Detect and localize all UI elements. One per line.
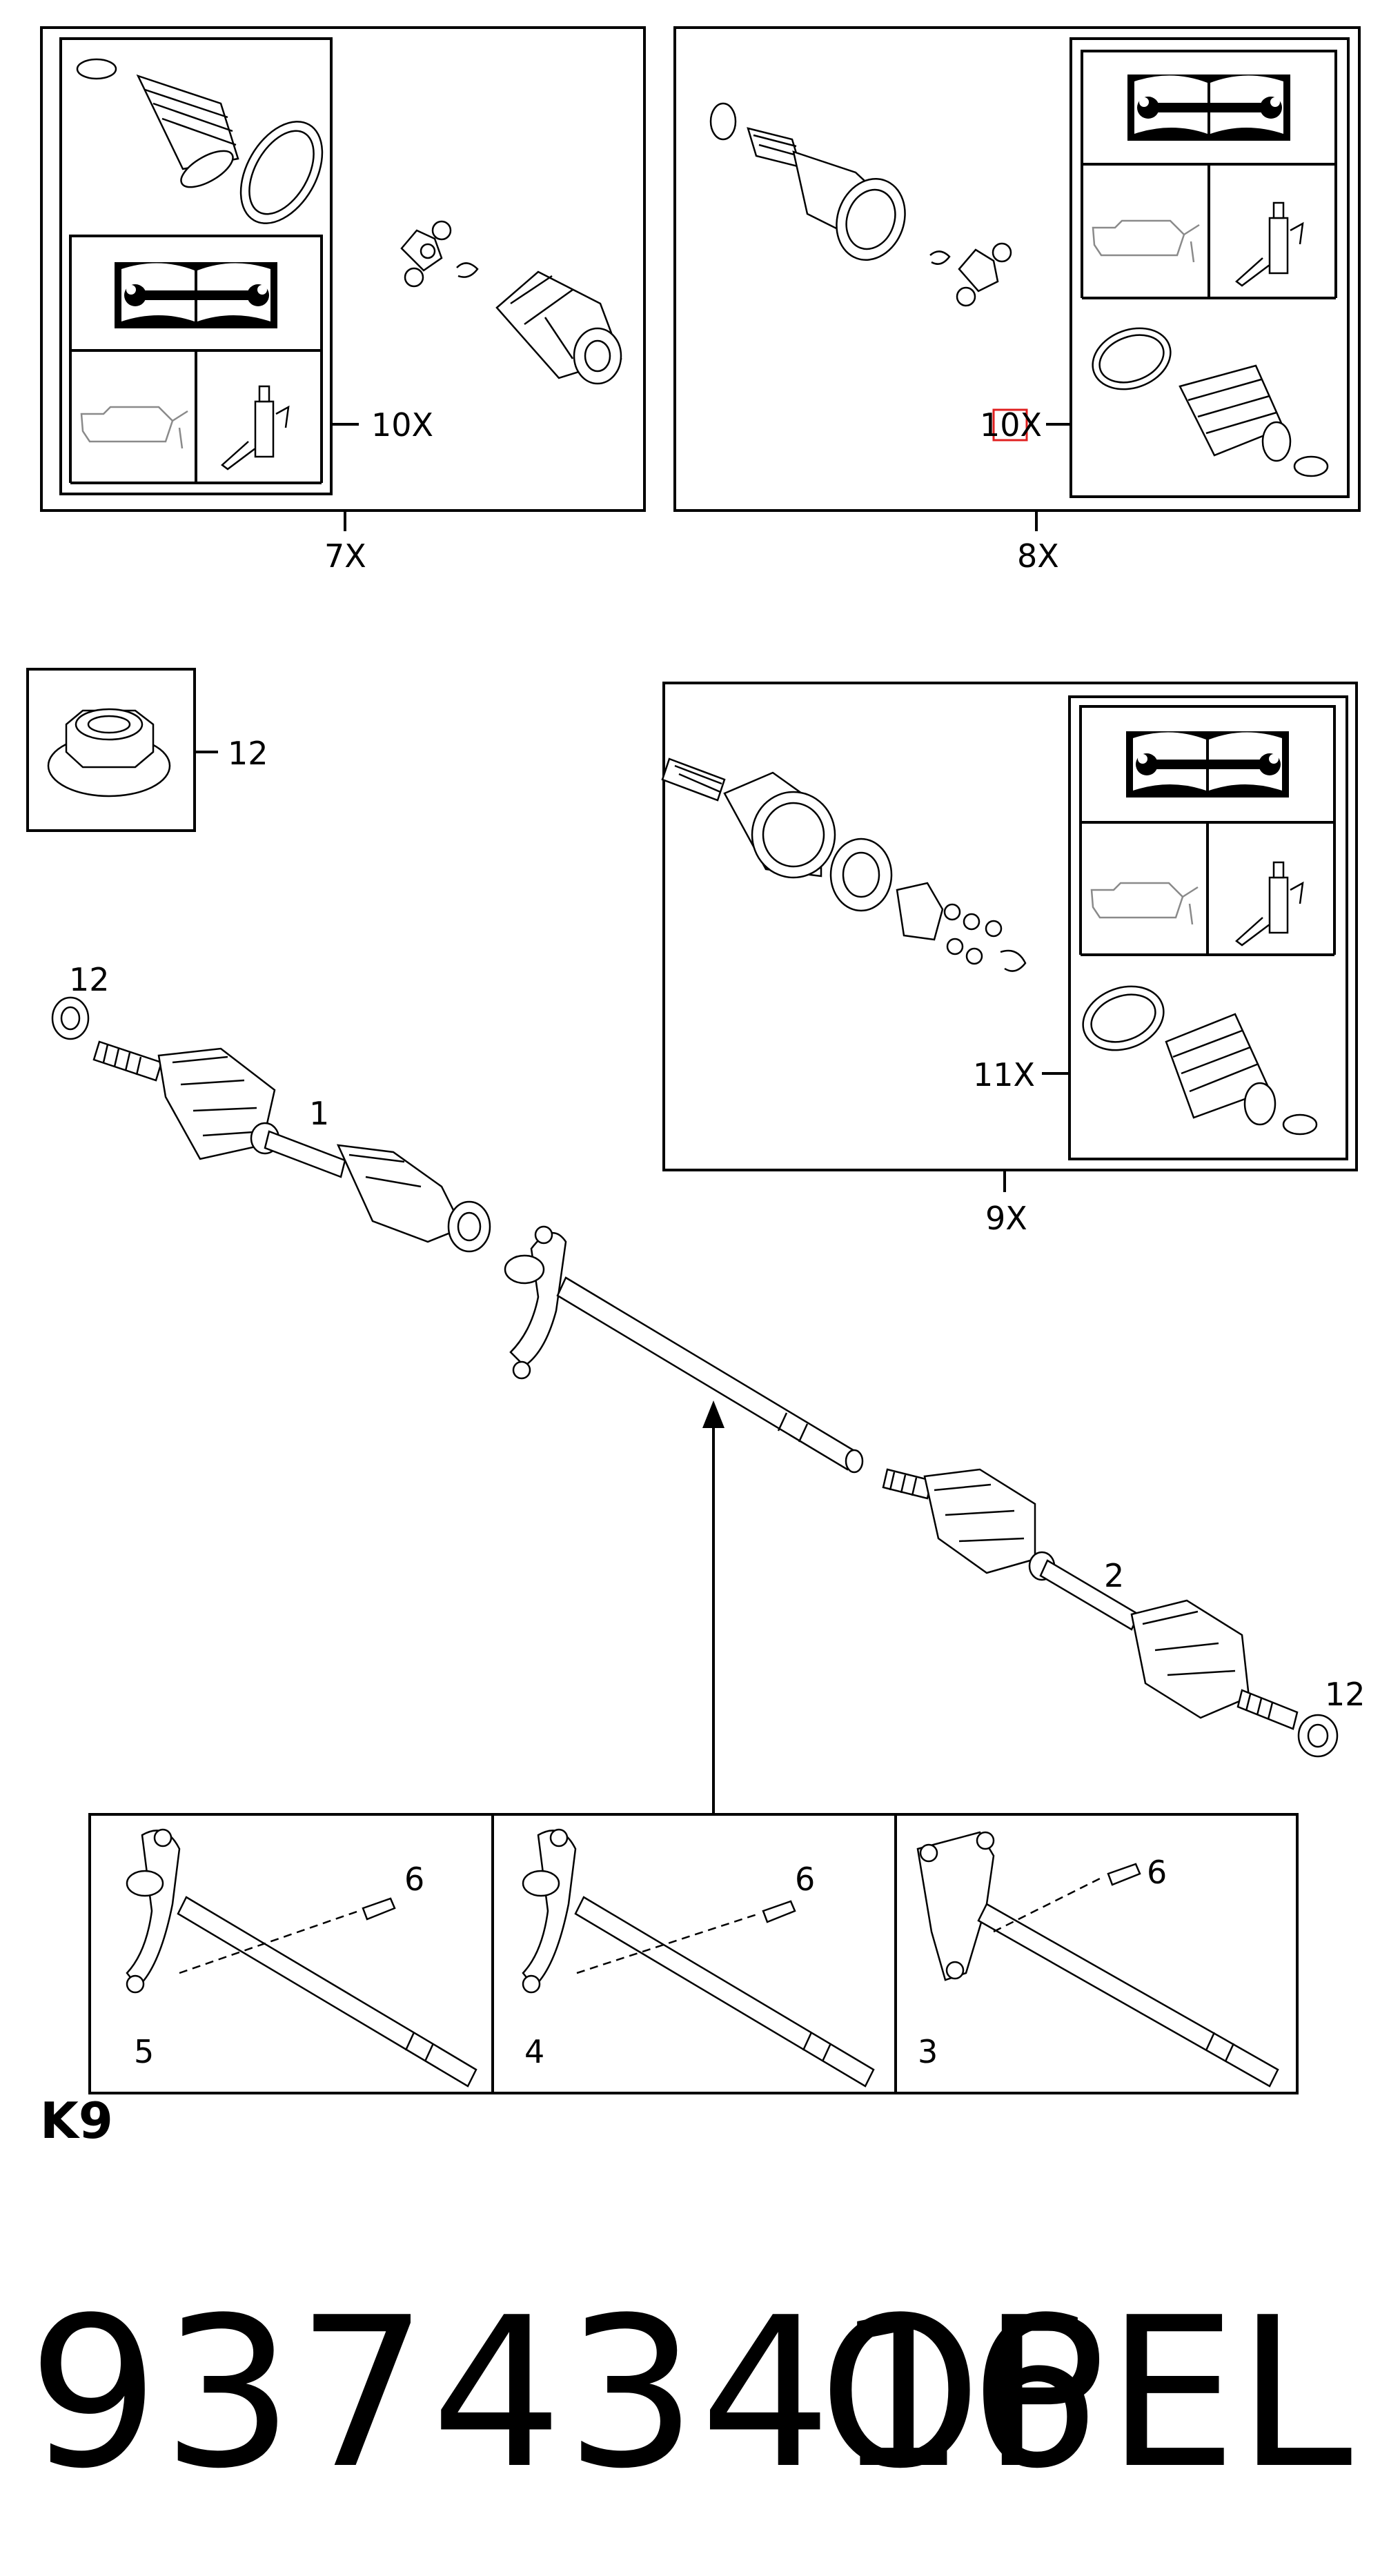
callout-6-c: 6 [1147, 1854, 1167, 1891]
reference-arrow [702, 1400, 724, 1814]
nut-box-12: 12 [26, 668, 268, 832]
drive-shaft-2: 2 12 [882, 1468, 1366, 1758]
grease-tube-icon [1235, 201, 1304, 287]
kit-box-8x: 10X 8X [673, 26, 1361, 575]
oil-can-icon [80, 406, 188, 449]
kit-box-9x: 11X 9X [661, 682, 1358, 1237]
oil-can-icon [1090, 882, 1199, 925]
callout-6-b: 6 [795, 1861, 815, 1898]
drive-shaft-1: 12 1 [51, 961, 491, 1253]
callout-2: 2 [1104, 1557, 1124, 1594]
service-manual-icon [1126, 731, 1289, 797]
diagram-code: K9 [40, 2092, 113, 2150]
intermediate-shaft [504, 1225, 864, 1474]
variant-4-shaft: 6 4 [522, 1828, 875, 2088]
boot-kit-illustration [1092, 327, 1329, 477]
callout-6-a: 6 [404, 1861, 424, 1898]
callout-3: 3 [918, 2033, 938, 2070]
callout-12-left: 12 [69, 961, 110, 998]
footer: 93743416 OPEL [28, 2290, 1352, 2497]
variant-3-shaft: 6 3 [916, 1831, 1279, 2088]
hex-nut-left [51, 996, 90, 1040]
grease-tube-icon [1235, 861, 1304, 947]
brand-name: OPEL [818, 2273, 1352, 2514]
oil-can-icon [1092, 219, 1200, 263]
cv-joint-exploded-illustration [661, 757, 1027, 972]
service-manual-icon [1127, 75, 1290, 141]
callout-12-box: 12 [228, 735, 268, 772]
variant-5-shaft: 6 5 [126, 1828, 477, 2088]
part-number: 93743416 [28, 2273, 1103, 2514]
boot-kit-illustration [76, 58, 324, 224]
callout-9x: 9X [985, 1200, 1027, 1237]
kit-box-7x: 10X 7X [40, 26, 646, 575]
highlight-box [992, 408, 1028, 442]
outer-joint-illustration [400, 220, 622, 385]
callout-12-right: 12 [1325, 1676, 1366, 1713]
callout-5: 5 [134, 2033, 154, 2070]
callout-4: 4 [524, 2033, 544, 2070]
callout-11x: 11X [973, 1056, 1035, 1093]
inner-joint-illustration [709, 102, 1012, 307]
callout-10x-left: 10X [371, 406, 433, 444]
service-manual-icon [115, 262, 277, 328]
grease-tube-icon [221, 385, 290, 470]
callout-10x-right: 10X [980, 406, 1042, 444]
boot-kit-illustration [1082, 985, 1318, 1136]
callout-8x: 8X [1017, 537, 1059, 575]
hex-nut-illustration [47, 708, 171, 797]
variants-box: 6 5 6 4 6 3 [88, 1813, 1299, 2094]
callout-7x: 7X [324, 537, 366, 575]
hex-nut-right [1297, 1714, 1339, 1758]
callout-1: 1 [309, 1095, 329, 1132]
